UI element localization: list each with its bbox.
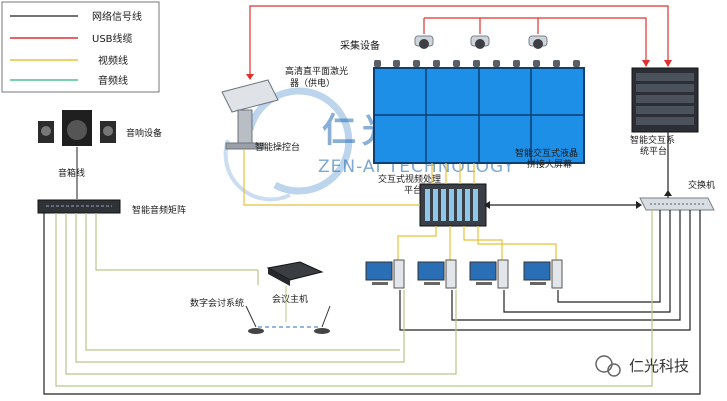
capture-label: 采集设备 — [340, 39, 380, 52]
switch-icon — [639, 197, 715, 211]
speaker-set — [38, 110, 116, 146]
laser-icon — [453, 60, 460, 67]
conference-host — [266, 261, 324, 286]
video-processor-label-1: 交互式视频处理 — [378, 173, 441, 185]
pc-row — [365, 259, 563, 289]
pc-icon — [469, 259, 509, 289]
microphone-icon — [314, 305, 331, 334]
audio-matrix — [37, 199, 121, 214]
camera-icon — [528, 35, 548, 49]
lcd-label-2: 拼接大屏幕 — [527, 158, 572, 170]
audio-line-2 — [65, 213, 457, 375]
usb-arrow-server-a — [664, 60, 672, 67]
laser-icon — [573, 60, 580, 67]
server-label-2: 统平台 — [640, 145, 667, 157]
laser-icon — [393, 60, 400, 67]
video-processor — [419, 183, 487, 227]
video-line-console — [243, 150, 420, 206]
laser-icon — [533, 60, 540, 67]
pc-icon — [417, 259, 457, 289]
usb-arrow-server-b — [642, 60, 650, 67]
laser-icon — [374, 60, 381, 67]
video-line-pc-1 — [397, 226, 437, 260]
microphone-icon — [245, 305, 264, 334]
video-line-pc-3 — [463, 226, 503, 260]
legend-label-audio: 音频线 — [98, 74, 128, 87]
camera-icon — [414, 35, 434, 49]
laser-icon — [553, 60, 560, 67]
laser-label-1: 高清直平面激光 — [285, 65, 348, 77]
laser-icon — [413, 60, 420, 67]
laser-icon — [493, 60, 500, 67]
server-label-1: 智能交互系 — [630, 134, 675, 146]
footer-brand-text: 仁光科技 — [629, 357, 689, 375]
conference-host-label: 会议主机 — [272, 293, 308, 305]
pc-icon — [523, 259, 563, 289]
footer-brand: 仁光科技 — [595, 355, 689, 377]
laser-row — [374, 60, 580, 67]
audio-lines — [55, 210, 653, 387]
capture-cameras — [414, 35, 548, 49]
usb-line-main — [249, 5, 669, 75]
console-label: 智能操控台 — [255, 141, 300, 153]
usb-arrows — [246, 60, 672, 80]
switch-label: 交换机 — [688, 179, 715, 191]
net-line-pc-2 — [451, 210, 681, 321]
console-panel-icon — [221, 79, 279, 113]
speaker-label: 音响设备 — [126, 127, 162, 139]
lcd-video-wall — [373, 67, 585, 164]
usb-arrow-console — [246, 74, 254, 80]
watermark-swirl-inner-icon — [223, 139, 291, 202]
video-line-pc-4 — [477, 226, 557, 260]
camera-icon — [470, 35, 490, 49]
legend-label-video: 视频线 — [98, 54, 128, 67]
network-switch — [639, 197, 715, 211]
audio-matrix-label: 智能音频矩阵 — [132, 204, 186, 216]
laser-icon — [473, 60, 480, 67]
server-rack — [631, 67, 699, 133]
wechat-icon — [595, 355, 613, 373]
video-lines — [243, 150, 557, 260]
legend-label-network: 网络信号线 — [92, 10, 142, 23]
laser-icon — [433, 60, 440, 67]
usb-lines — [249, 5, 669, 75]
audio-line-3 — [75, 213, 405, 363]
audio-line-4 — [85, 213, 400, 351]
audio-line-host — [95, 213, 258, 271]
usb-line-right — [424, 17, 647, 62]
legend-box — [1, 1, 160, 93]
laser-label-2: 器（供电） — [290, 77, 335, 89]
legend: 网络信号线 USB线缆 视频线 音频线 — [1, 1, 160, 93]
pc-icon — [365, 259, 405, 289]
laser-icon — [513, 60, 520, 67]
video-processor-label-2: 平台 — [404, 184, 422, 196]
legend-label-usb: USB线缆 — [92, 32, 133, 45]
net-line-pc-4 — [557, 210, 661, 303]
network-lines — [43, 132, 701, 395]
net-line-pc-1 — [399, 210, 691, 331]
net-line-bottom-loop — [43, 210, 701, 395]
net-line-pc-3 — [503, 210, 671, 313]
smart-console — [221, 79, 279, 150]
lcd-label-1: 智能交互式液晶 — [515, 147, 578, 159]
speaker-cable-label: 音箱线 — [58, 167, 85, 179]
conference-system-label: 数字会讨系统 — [190, 297, 244, 309]
audio-line-1 — [55, 210, 653, 387]
